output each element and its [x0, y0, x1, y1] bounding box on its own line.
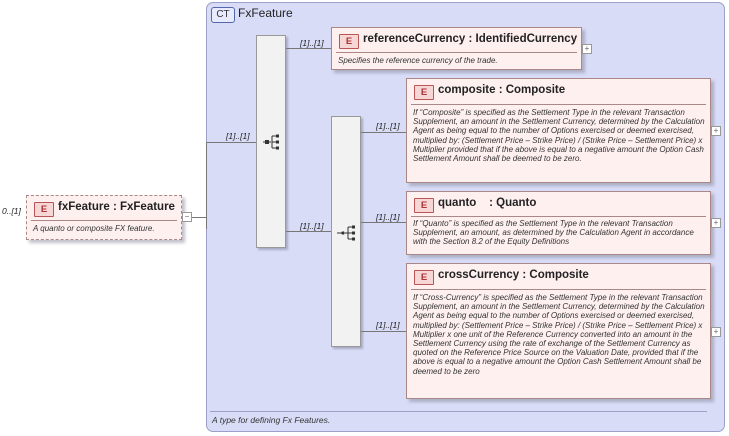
element-name: quanto : Quanto — [438, 197, 537, 209]
choice-icon — [337, 225, 355, 241]
element-badge: E — [414, 198, 434, 213]
element-divider — [336, 52, 577, 53]
element-divider — [411, 289, 706, 290]
connector — [361, 222, 406, 223]
element-name: crossCurrency : Composite — [438, 269, 589, 281]
element-composite[interactable]: E composite : Composite If “Composite” i… — [406, 78, 711, 183]
connector — [286, 231, 331, 232]
cardinality-label: [1]..[1] — [376, 320, 400, 330]
collapse-icon[interactable]: − — [182, 212, 192, 222]
complex-type-title: FxFeature — [238, 6, 293, 20]
cardinality-label: [1]..[1] — [376, 212, 400, 222]
complex-type-badge: CT — [211, 7, 235, 23]
complex-type-footer-divider — [210, 411, 707, 412]
cardinality-label: [1]..[1] — [376, 121, 400, 131]
element-divider — [411, 216, 706, 217]
connector — [206, 142, 256, 143]
element-description: If “Cross-Currency” is specified as the … — [413, 293, 705, 376]
connector — [361, 132, 406, 133]
element-name: fxFeature : FxFeature — [58, 201, 175, 213]
element-badge: E — [34, 202, 54, 217]
choice-compositor[interactable] — [331, 116, 361, 347]
element-badge: E — [414, 270, 434, 285]
element-description: If “Composite” is specified as the Settl… — [413, 108, 705, 164]
connector — [286, 48, 331, 49]
sequence-icon — [263, 134, 279, 150]
expand-icon[interactable]: + — [711, 327, 721, 337]
choice-cardinality: [1]..[1] — [300, 221, 324, 231]
element-quanto[interactable]: E quanto : Quanto If “Quanto” is specifi… — [406, 191, 711, 255]
connector — [361, 331, 406, 332]
cardinality-label: [1]..[1] — [300, 38, 324, 48]
root-element-fxFeature[interactable]: E fxFeature : FxFeature A quanto or comp… — [26, 195, 182, 240]
element-badge: E — [339, 34, 359, 49]
element-name: referenceCurrency : IdentifiedCurrency — [363, 33, 578, 45]
root-cardinality: 0..[1] — [2, 206, 21, 216]
element-description: If “Quanto” is specified as the Settleme… — [413, 219, 694, 247]
sequence-compositor[interactable] — [256, 35, 286, 248]
expand-icon[interactable]: + — [711, 218, 721, 228]
element-divider — [411, 104, 706, 105]
element-divider — [31, 220, 177, 221]
expand-icon[interactable]: + — [711, 126, 721, 136]
connector — [206, 142, 207, 229]
element-description: A quanto or composite FX feature. — [33, 224, 155, 233]
complex-type-footer: A type for defining Fx Features. — [212, 415, 331, 425]
element-description: Specifies the reference currency of the … — [338, 56, 498, 65]
expand-icon[interactable]: + — [582, 44, 592, 54]
element-name: composite : Composite — [438, 84, 566, 96]
element-referenceCurrency[interactable]: E referenceCurrency : IdentifiedCurrency… — [331, 27, 582, 70]
sequence-cardinality: [1]..[1] — [226, 131, 250, 141]
element-crossCurrency[interactable]: E crossCurrency : Composite If “Cross-Cu… — [406, 263, 711, 399]
element-badge: E — [414, 85, 434, 100]
connector — [192, 217, 206, 218]
